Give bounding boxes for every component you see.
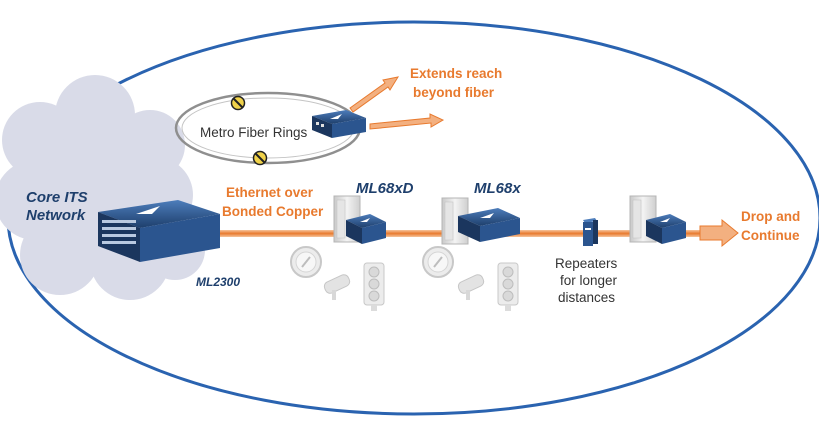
ethernet-label-line1: Ethernet over <box>226 185 314 200</box>
repeaters-label-line3: distances <box>558 290 615 305</box>
traffic-light-icon <box>363 262 385 311</box>
network-device-icon <box>458 208 520 242</box>
ml68xd-label: ML68xD <box>356 180 414 197</box>
traffic-light-icon <box>497 262 519 311</box>
camera-icon <box>457 274 485 300</box>
core-network-label-line1: Core ITS <box>26 189 88 206</box>
extend-reach-arrows <box>349 76 445 130</box>
repeaters-label-line1: Repeaters <box>555 256 618 271</box>
ml2300-label: ML2300 <box>196 275 240 289</box>
drop-continue-arrow <box>699 218 739 248</box>
speed-sensor-icon <box>422 246 454 278</box>
ethernet-label-line2: Bonded Copper <box>222 204 324 219</box>
drop-continue-label-line2: Continue <box>741 228 800 243</box>
fiber-break-icon <box>230 95 246 111</box>
network-device-icon <box>346 214 386 244</box>
roadside-cabinet-icon <box>441 197 469 245</box>
speed-sensor-icon <box>290 246 322 278</box>
repeater-icon <box>583 218 598 246</box>
extends-reach-label-line2: beyond fiber <box>413 85 495 100</box>
drop-continue-label-line1: Drop and <box>741 209 800 224</box>
extends-reach-label-line1: Extends reach <box>410 66 502 81</box>
metro-rings-label: Metro Fiber Rings <box>200 125 308 140</box>
network-device-icon <box>646 214 686 244</box>
fiber-break-icon <box>252 150 268 166</box>
camera-icon <box>323 274 351 300</box>
chassis-icon <box>98 200 220 262</box>
ml68x-label: ML68x <box>474 180 521 197</box>
repeaters-label-line2: for longer <box>560 273 618 288</box>
network-device-icon <box>312 110 366 138</box>
core-network-label-line2: Network <box>26 207 86 224</box>
